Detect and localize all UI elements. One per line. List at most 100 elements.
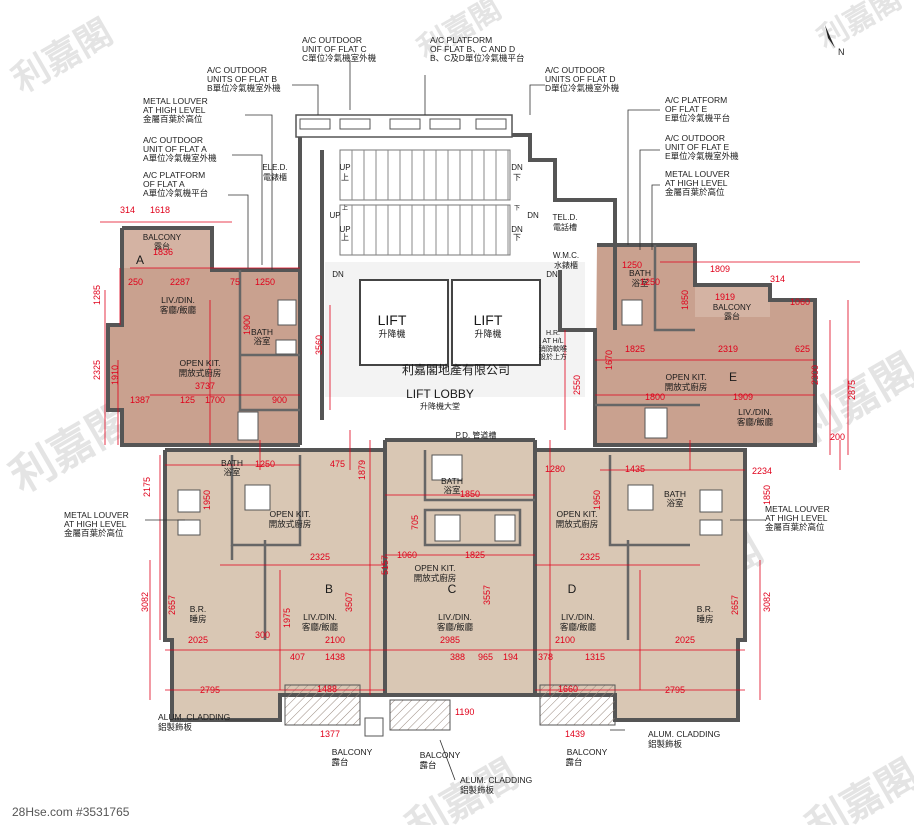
svg-text:407: 407 xyxy=(290,652,305,662)
svg-text:睡房: 睡房 xyxy=(189,614,206,624)
staircase xyxy=(339,149,511,256)
flat-letter: A xyxy=(136,253,144,267)
svg-text:A/C PLATFORM: A/C PLATFORM xyxy=(143,170,205,180)
svg-text:AT HIGH LEVEL: AT HIGH LEVEL xyxy=(765,513,828,523)
source-footer: 28Hse.com #3531765 xyxy=(12,805,130,819)
svg-text:2319: 2319 xyxy=(718,344,738,354)
svg-text:1315: 1315 xyxy=(585,652,605,662)
svg-text:1618: 1618 xyxy=(150,205,170,215)
svg-text:1975: 1975 xyxy=(282,608,292,628)
bath-label: BATH xyxy=(251,327,273,337)
flat-letter: D xyxy=(568,582,577,596)
svg-text:314: 314 xyxy=(770,274,785,284)
svg-text:A單位冷氣機室外機: A單位冷氣機室外機 xyxy=(143,153,217,163)
svg-text:1850: 1850 xyxy=(460,489,480,499)
lift-1-label: LIFT xyxy=(378,312,407,328)
svg-text:705: 705 xyxy=(410,515,420,530)
kitchen-sink-icon xyxy=(244,484,271,511)
svg-text:UNIT OF FLAT A: UNIT OF FLAT A xyxy=(143,144,207,154)
living-room-label: LIV./DIN. xyxy=(438,612,472,622)
svg-text:AT HIGH LEVEL: AT HIGH LEVEL xyxy=(143,105,206,115)
svg-text:浴室: 浴室 xyxy=(443,485,461,495)
svg-text:UNIT OF FLAT E: UNIT OF FLAT E xyxy=(665,142,730,152)
svg-text:2100: 2100 xyxy=(325,635,345,645)
balcony-label: BALCONY xyxy=(567,747,608,757)
svg-text:1950: 1950 xyxy=(202,490,212,510)
svg-text:3082: 3082 xyxy=(762,592,772,612)
svg-text:客廳/飯廳: 客廳/飯廳 xyxy=(160,305,197,315)
living-room-label: LIV./DIN. xyxy=(161,295,195,305)
walls xyxy=(106,133,817,722)
svg-text:125: 125 xyxy=(180,395,195,405)
svg-text:鋁製飾板: 鋁製飾板 xyxy=(158,722,193,732)
balcony-label: BALCONY xyxy=(332,747,373,757)
svg-text:電話槽: 電話槽 xyxy=(553,222,577,232)
louver-right-top-note: METAL LOUVER AT HIGH LEVEL 金屬百葉於高位 xyxy=(665,169,730,197)
svg-text:1250: 1250 xyxy=(622,260,642,270)
stair-down-label: DN xyxy=(546,270,558,279)
svg-text:A/C OUTDOOR: A/C OUTDOOR xyxy=(207,65,267,75)
living-room-label: LIV./DIN. xyxy=(738,407,772,417)
svg-text:METAL LOUVER: METAL LOUVER xyxy=(765,504,830,514)
svg-text:消防軟喉: 消防軟喉 xyxy=(539,344,567,353)
balcony-label: BALCONY xyxy=(713,303,752,312)
svg-text:2550: 2550 xyxy=(572,375,582,395)
svg-text:E單位冷氣機平台: E單位冷氣機平台 xyxy=(665,113,730,123)
ac-platform-top xyxy=(295,114,513,138)
svg-text:1438: 1438 xyxy=(325,652,345,662)
svg-text:75: 75 xyxy=(230,277,240,287)
svg-text:2325: 2325 xyxy=(92,360,102,380)
svg-text:客廳/飯廳: 客廳/飯廳 xyxy=(737,417,774,427)
svg-text:露台: 露台 xyxy=(154,241,170,251)
svg-text:2657: 2657 xyxy=(730,595,740,615)
bath-label: BATH xyxy=(629,268,651,278)
bedroom-label: B.R. xyxy=(697,604,714,614)
svg-text:ALUM. CLADDING: ALUM. CLADDING xyxy=(648,729,720,739)
svg-text:ALUM. CLADDING: ALUM. CLADDING xyxy=(158,712,230,722)
svg-text:浴室: 浴室 xyxy=(223,467,241,477)
svg-text:OF FLAT E: OF FLAT E xyxy=(665,104,708,114)
svg-text:2875: 2875 xyxy=(847,380,857,400)
compass-label: N xyxy=(838,47,845,57)
bedroom-label: B.R. xyxy=(190,604,207,614)
svg-text:1836: 1836 xyxy=(153,247,173,257)
tel-d-label: TEL.D. xyxy=(553,213,578,222)
svg-text:3560: 3560 xyxy=(314,335,324,355)
svg-text:1879: 1879 xyxy=(357,460,367,480)
svg-text:睡房: 睡房 xyxy=(696,614,713,624)
svg-text:1919: 1919 xyxy=(715,292,735,302)
toilet-icon xyxy=(431,454,463,481)
svg-text:升降機大堂: 升降機大堂 xyxy=(420,401,460,411)
svg-text:鋁製飾板: 鋁製飾板 xyxy=(648,739,683,749)
bath-label: BATH xyxy=(221,458,243,468)
svg-text:OF FLAT A: OF FLAT A xyxy=(143,179,185,189)
wmc-label: W.M.C. xyxy=(553,251,579,260)
svg-text:1387: 1387 xyxy=(130,395,150,405)
bottom-balconies xyxy=(284,684,616,737)
svg-text:AT H/L: AT H/L xyxy=(542,338,563,345)
flat-letter: C xyxy=(448,582,457,596)
svg-text:UNITS OF FLAT D: UNITS OF FLAT D xyxy=(545,74,616,84)
svg-text:升降機: 升降機 xyxy=(378,328,405,339)
svg-text:設於上方: 設於上方 xyxy=(539,352,567,361)
svg-text:露台: 露台 xyxy=(331,757,348,767)
dimension-lines xyxy=(100,221,860,700)
flat-e: BALCONY 露台 BATH 浴室 OPEN KIT. 開放式廚房 E LIV… xyxy=(629,268,774,427)
svg-text:250: 250 xyxy=(128,277,143,287)
svg-text:金屬百葉於高位: 金屬百葉於高位 xyxy=(143,114,203,124)
svg-text:5157: 5157 xyxy=(380,555,390,575)
svg-text:客廳/飯廳: 客廳/飯廳 xyxy=(437,622,474,632)
stair-down-label: DN xyxy=(511,163,523,172)
ac-platform-e-note: A/C PLATFORM OF FLAT E E單位冷氣機平台 xyxy=(665,95,730,123)
toilet-icon xyxy=(699,489,723,513)
kitchen-label: OPEN KIT. xyxy=(665,372,706,382)
svg-text:2025: 2025 xyxy=(675,635,695,645)
stair-up-label: UP xyxy=(339,163,350,172)
svg-text:1250: 1250 xyxy=(255,277,275,287)
svg-text:露台: 露台 xyxy=(419,760,436,770)
svg-text:1850: 1850 xyxy=(762,485,772,505)
svg-text:開放式廚房: 開放式廚房 xyxy=(414,573,457,583)
ac-platform-bcd-note: A/C PLATFORM OF FLAT B、C AND D B、C及D單位冷氣… xyxy=(430,35,524,63)
svg-text:1060: 1060 xyxy=(397,550,417,560)
hob-icon xyxy=(434,514,461,542)
